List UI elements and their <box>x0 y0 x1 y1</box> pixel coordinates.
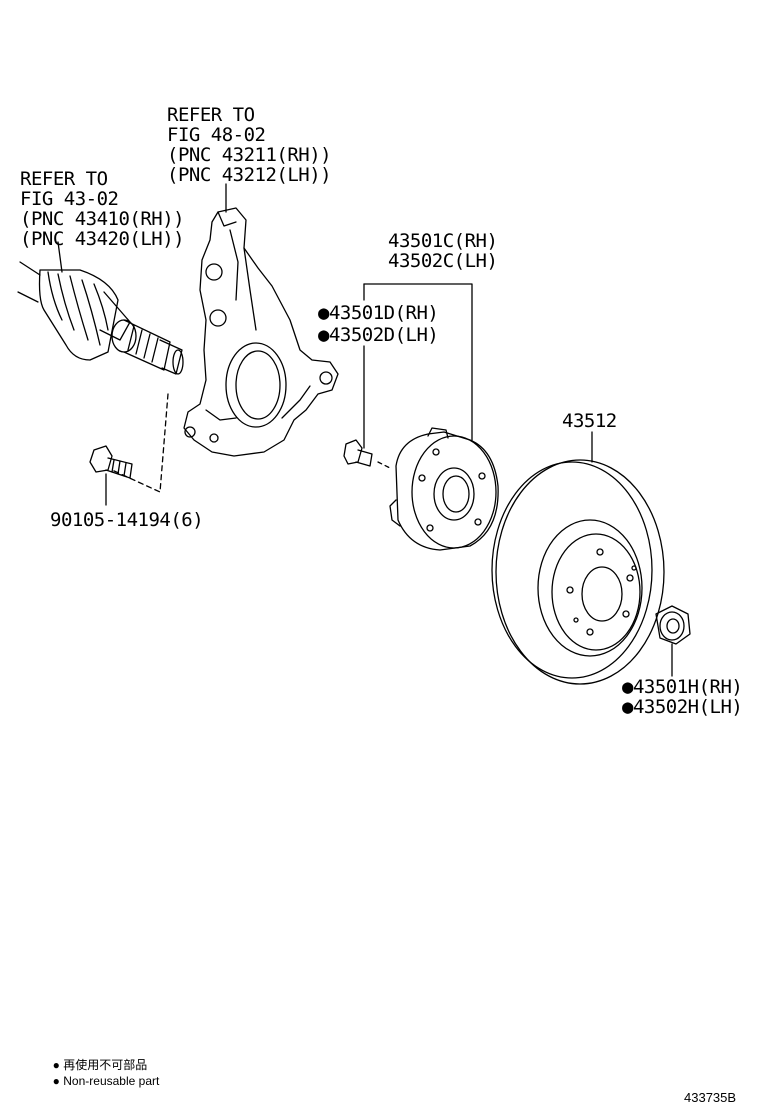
nut-callout-rh: ●43501H(RH) <box>622 676 743 698</box>
disc-rotor-drawing <box>491 431 665 685</box>
knuckle-callout-line-2: FIG 48-02 <box>167 124 266 146</box>
hub-assy-callout-lh: 43502C(LH) <box>388 250 498 272</box>
driveshaft-callout-line-2: FIG 43-02 <box>20 188 119 210</box>
steering-knuckle-drawing <box>183 207 339 457</box>
bolt-callout: 90105-14194(6) <box>50 509 204 531</box>
illustration-code: 433735B <box>684 1090 737 1105</box>
driveshaft-callout-line-3: (PNC 43410(RH)) <box>20 208 185 230</box>
knuckle-bolt-drawing <box>89 445 133 506</box>
nut-callout-lh: ●43502H(LH) <box>622 696 743 718</box>
legend-bullet-icon: ● <box>52 1074 64 1088</box>
knuckle-callout-line-1: REFER TO <box>167 104 255 126</box>
drive-shaft-drawing <box>17 241 184 375</box>
hub-bolt-drawing <box>343 439 391 469</box>
legend-japanese: ● 再使用不可部品 <box>52 1058 148 1072</box>
driveshaft-callout-line-1: REFER TO <box>20 168 108 190</box>
hub-assy-callout-rh: 43501C(RH) <box>388 230 498 252</box>
knuckle-callout-line-4: (PNC 43212(LH)) <box>167 164 332 186</box>
hub-assembly-drawing <box>389 427 499 551</box>
driveshaft-callout-line-4: (PNC 43420(LH)) <box>20 228 185 250</box>
legend-english: ● Non-reusable part <box>52 1074 160 1088</box>
disc-callout: 43512 <box>562 410 617 432</box>
hub-nut-drawing <box>655 605 691 677</box>
knuckle-callout-line-3: (PNC 43211(RH)) <box>167 144 332 166</box>
hub-bolt-callout-rh: ●43501D(RH) <box>318 302 439 324</box>
hub-bolt-callout-lh: ●43502D(LH) <box>318 324 439 346</box>
legend-bullet-icon: ● <box>52 1058 64 1072</box>
